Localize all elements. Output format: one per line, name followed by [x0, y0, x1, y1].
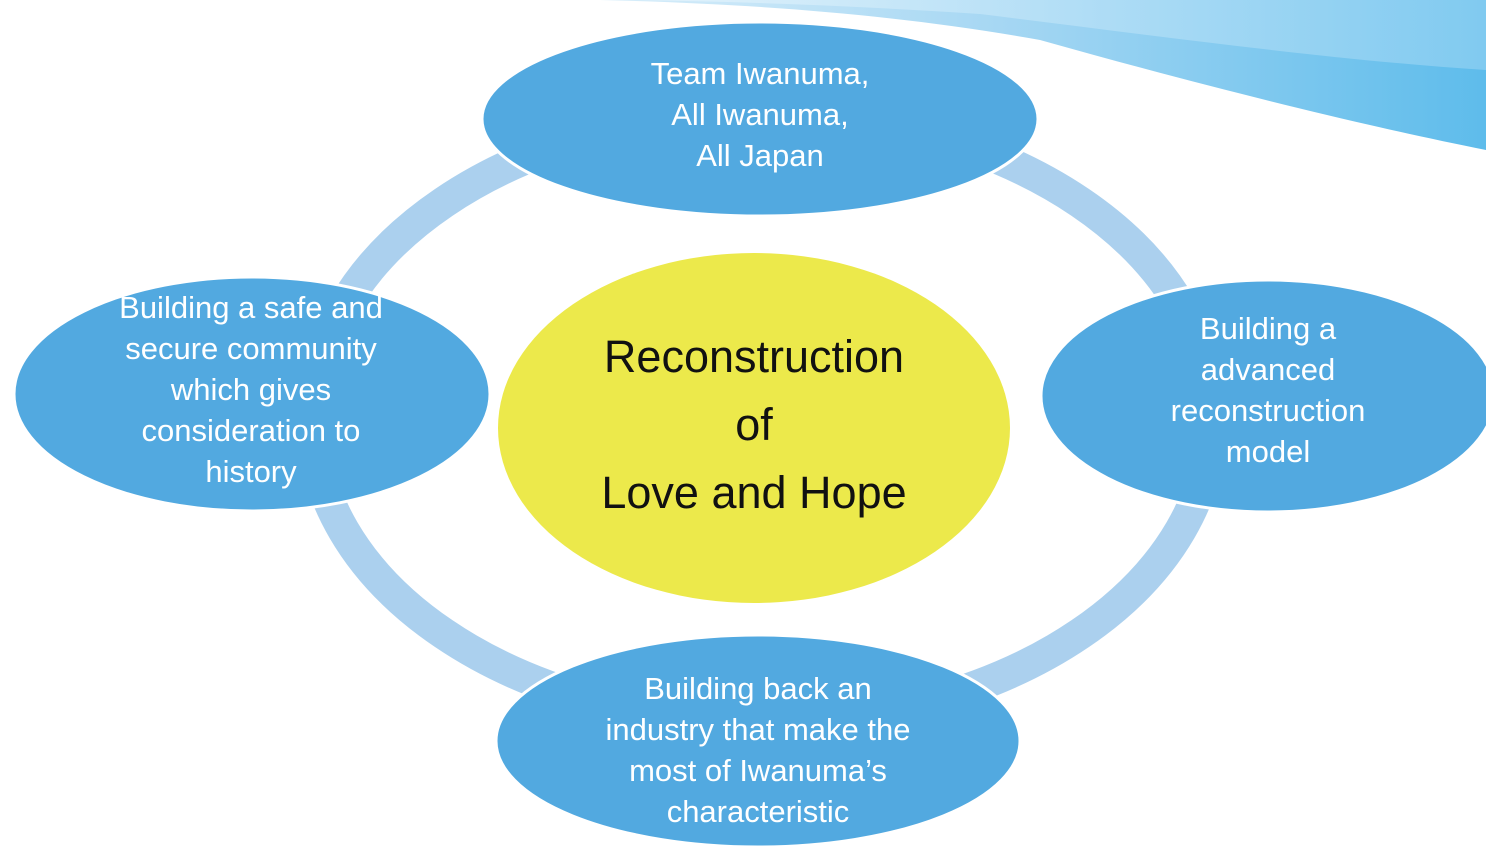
center-ellipse: [498, 253, 1010, 603]
node-right-ellipse: [1039, 278, 1486, 514]
node-right-label: Building a advanced reconstruction model: [1170, 311, 1366, 469]
node-left-ellipse: [12, 275, 492, 513]
node-top-ellipse: [480, 20, 1040, 218]
node-top-label: Team Iwanuma, All Iwanuma, All Japan: [650, 55, 870, 173]
decorative-wave: [600, 0, 1486, 150]
node-left-label: Building a safe and secure community whi…: [119, 289, 383, 489]
node-bottom-label: Building back an industry that make the …: [605, 671, 911, 829]
node-bottom-ellipse: [494, 633, 1022, 849]
center-label: Reconstruction of Love and Hope: [601, 331, 907, 518]
